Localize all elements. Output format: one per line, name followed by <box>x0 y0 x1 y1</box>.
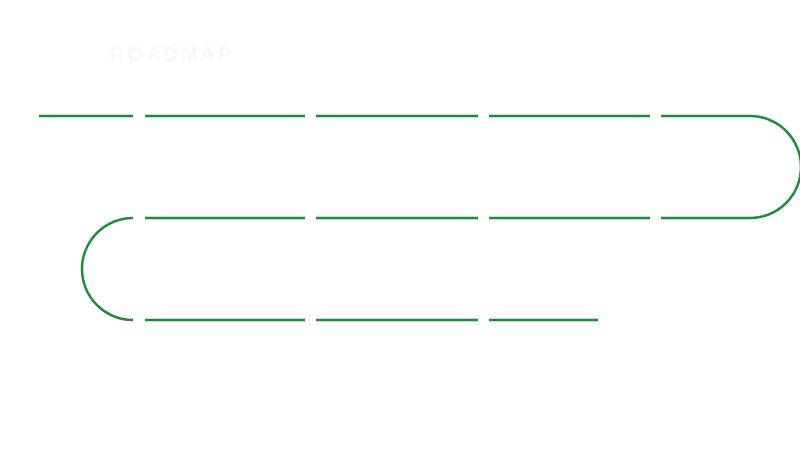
track-turn-left <box>80 216 134 322</box>
roadmap-title: ROADMAP <box>110 44 235 66</box>
track-turn-right <box>749 114 800 220</box>
